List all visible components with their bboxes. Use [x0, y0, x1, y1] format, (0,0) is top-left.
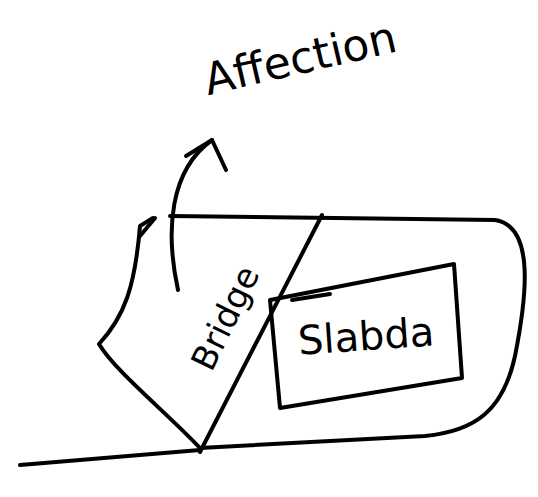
outline-path [270, 264, 462, 408]
box-label: Slabda [296, 308, 435, 363]
outline-path [99, 216, 525, 448]
ground-line [20, 450, 200, 465]
bridge-text: Bridge [183, 259, 268, 376]
inner-box: Slabda [268, 262, 464, 412]
outer-shape: Bridge Slabda [95, 206, 535, 468]
affection-label: Affection [199, 11, 401, 105]
arrow-head [186, 140, 226, 170]
